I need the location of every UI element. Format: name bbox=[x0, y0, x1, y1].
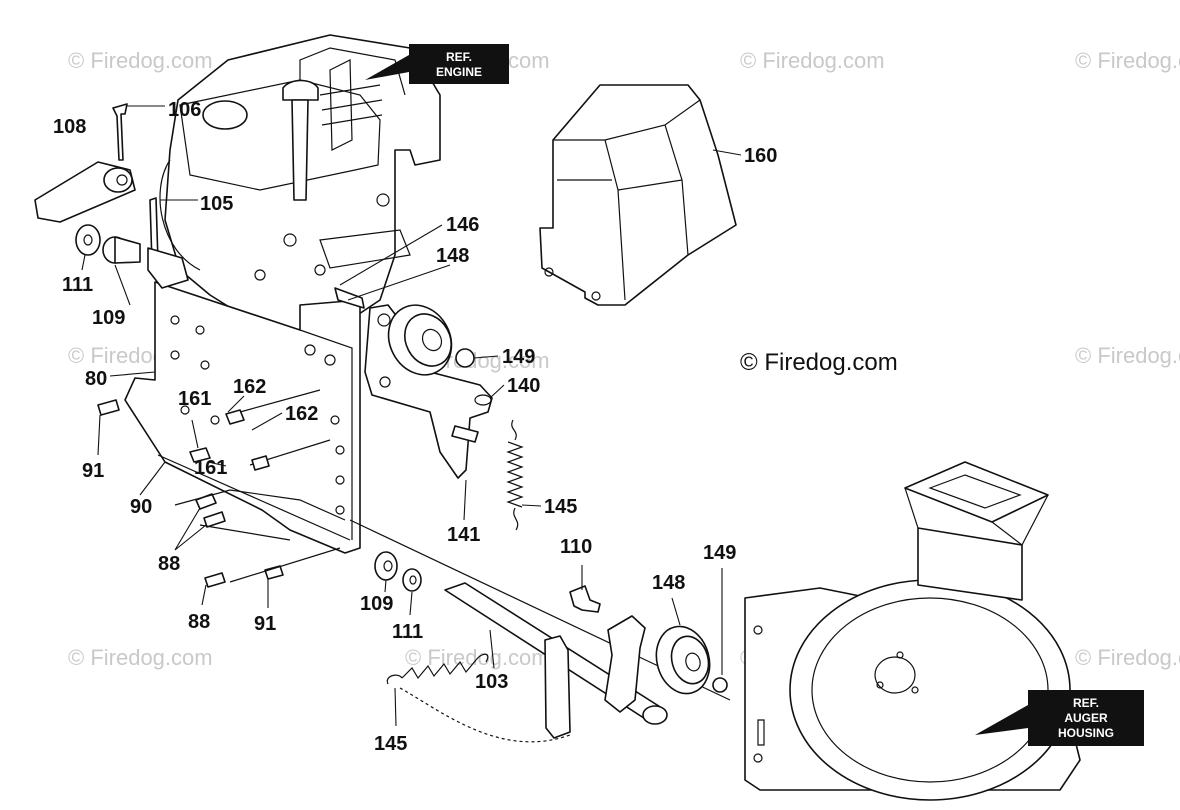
auger-housing-ref-drawing bbox=[744, 461, 1081, 801]
copyright-credit: © Firedog.com bbox=[740, 349, 898, 376]
lower-drive-assembly bbox=[349, 519, 731, 739]
callout-110: 110 bbox=[560, 536, 592, 558]
callout-146: 146 bbox=[446, 214, 479, 236]
svg-text:REF.ENGINE: REF.ENGINE bbox=[436, 50, 482, 79]
callout-145: 145 bbox=[544, 496, 577, 518]
belt-cover bbox=[539, 84, 737, 306]
spring-upper bbox=[506, 419, 524, 531]
leader-lines bbox=[81, 105, 742, 727]
watermark-text: © Firedog.com bbox=[1075, 343, 1180, 368]
callout-161: 161 bbox=[178, 388, 211, 410]
callout-105: 105 bbox=[200, 193, 233, 215]
callout-149: 149 bbox=[703, 542, 736, 564]
callout-labels: 106 108 105 146 148 160 111 109 149 80 140 162 161 16… bbox=[53, 99, 777, 755]
watermark-text: © Firedog.com bbox=[1075, 48, 1180, 73]
callout-91: 91 bbox=[254, 613, 276, 635]
callout-148: 148 bbox=[652, 572, 685, 594]
callout-90: 90 bbox=[130, 496, 152, 518]
callout-161: 161 bbox=[194, 457, 227, 479]
callout-109: 109 bbox=[92, 307, 125, 329]
upper-pulley bbox=[387, 304, 475, 376]
watermark-text: © Firedog.com bbox=[1075, 645, 1180, 670]
ref-box-line: AUGER bbox=[1064, 711, 1108, 725]
spring-lower bbox=[386, 653, 571, 743]
callout-162: 162 bbox=[285, 403, 318, 425]
callout-145: 145 bbox=[374, 733, 407, 755]
callout-88: 88 bbox=[188, 611, 210, 633]
callout-88: 88 bbox=[158, 553, 180, 575]
callout-140: 140 bbox=[507, 375, 540, 397]
callout-162: 162 bbox=[233, 376, 266, 398]
engine-ref-drawing bbox=[159, 34, 441, 331]
ref-box-line: HOUSING bbox=[1058, 726, 1114, 740]
callout-108: 108 bbox=[53, 116, 86, 138]
bolt-146 bbox=[334, 287, 365, 309]
callout-148: 148 bbox=[436, 245, 469, 267]
callout-111: 111 bbox=[62, 274, 93, 296]
watermark-text: © Firedog.com bbox=[405, 645, 550, 670]
callout-103: 103 bbox=[475, 671, 508, 693]
ref-engine-box: REF.ENGINE bbox=[365, 44, 509, 84]
callout-111: 111 bbox=[392, 621, 423, 643]
callout-91: 91 bbox=[82, 460, 104, 482]
ref-box-line: REF. bbox=[446, 50, 472, 64]
ref-box-line: ENGINE bbox=[436, 65, 482, 79]
callout-106: 106 bbox=[168, 99, 201, 121]
callout-160: 160 bbox=[744, 145, 777, 167]
watermark-text: © Firedog.com bbox=[68, 48, 213, 73]
cross-rods bbox=[97, 389, 346, 588]
callout-141: 141 bbox=[447, 524, 480, 546]
watermark-text: © Firedog.com bbox=[68, 645, 213, 670]
callout-109: 109 bbox=[360, 593, 393, 615]
callout-80: 80 bbox=[85, 368, 107, 390]
left-hardware bbox=[34, 103, 189, 289]
callout-149: 149 bbox=[502, 346, 535, 368]
watermark-text: © Firedog.com bbox=[740, 48, 885, 73]
ref-box-line: REF. bbox=[1073, 696, 1099, 710]
